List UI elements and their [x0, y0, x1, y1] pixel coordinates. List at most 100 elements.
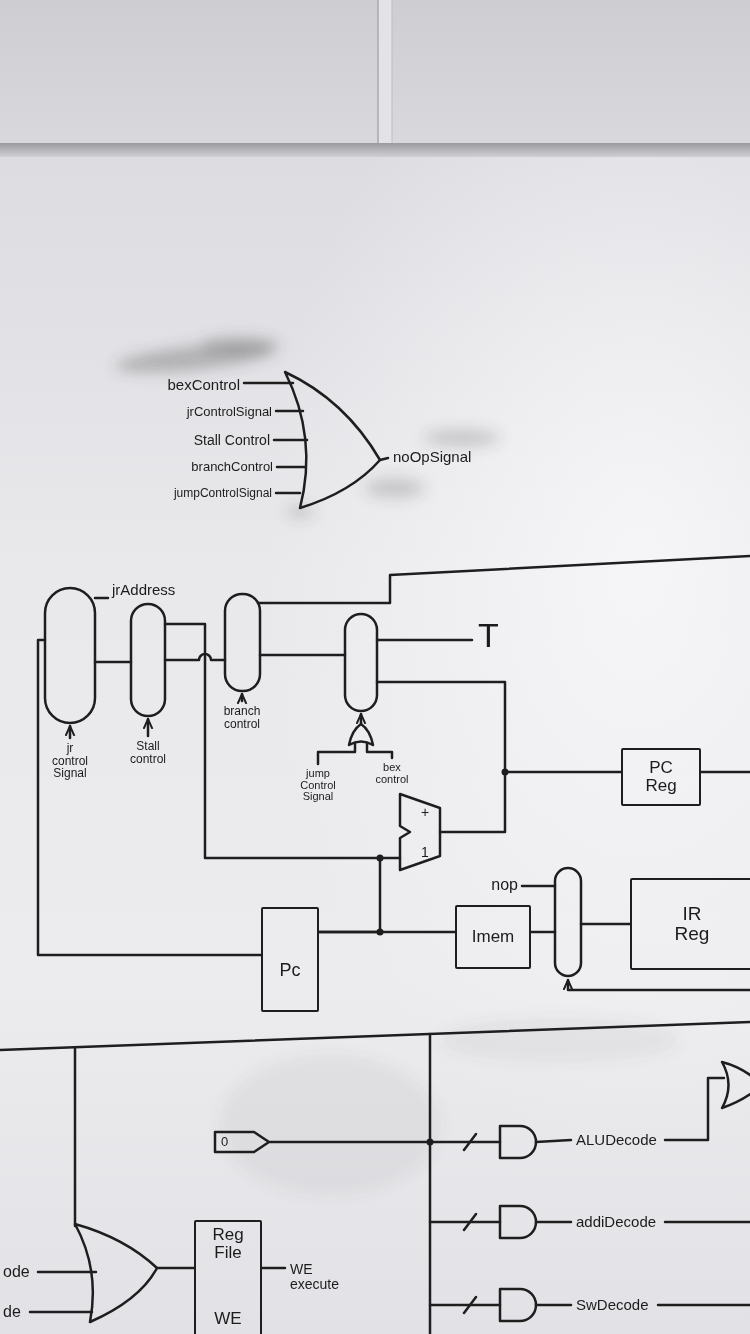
signal-label: de	[3, 1304, 21, 1321]
adder-symbol-outline	[400, 794, 440, 870]
wire	[262, 1267, 285, 1270]
room-background	[0, 0, 750, 146]
signal-label: nop	[491, 877, 518, 894]
room-background	[392, 0, 393, 146]
eraser-smudge	[114, 336, 680, 1195]
junction-dot	[377, 769, 509, 1146]
wire	[536, 1304, 571, 1307]
wire	[277, 466, 305, 469]
wire	[165, 624, 380, 858]
wire	[276, 492, 300, 495]
wire	[260, 654, 345, 657]
wire	[464, 1134, 476, 1150]
signal-label: jr control Signal	[52, 742, 88, 780]
wire	[531, 931, 555, 934]
wire	[464, 1214, 476, 1230]
or-gate	[349, 724, 373, 745]
eraser-smudge	[220, 1055, 440, 1195]
wire	[665, 1078, 724, 1140]
wire	[38, 640, 261, 955]
adder-symbol: +1	[398, 792, 442, 872]
eraser-smudge	[200, 336, 280, 354]
wire	[69, 726, 72, 738]
constant-tag-outline	[215, 1132, 269, 1152]
wire	[377, 682, 505, 772]
wire	[274, 439, 307, 442]
signal-label: branch control	[224, 705, 261, 730]
wire	[30, 1311, 92, 1314]
wire	[276, 410, 303, 413]
eraser-smudge	[424, 429, 500, 447]
wire	[258, 556, 750, 603]
wire-connector	[440, 772, 621, 832]
signal-label: bexControl	[167, 377, 240, 393]
signal-label: jump Control Signal	[300, 768, 335, 803]
or-gate	[722, 1062, 750, 1108]
node-text: Imem	[472, 928, 515, 946]
signal-label: bex control	[375, 762, 408, 785]
wire	[536, 1221, 571, 1224]
wire	[157, 1267, 194, 1270]
signal-label: addiDecode	[576, 1214, 656, 1230]
signal-label: Stall Control	[194, 433, 270, 448]
room-background	[0, 143, 750, 157]
wire	[380, 458, 388, 460]
wire	[95, 597, 108, 600]
junction-dot	[427, 1139, 434, 1146]
node-text: WE	[214, 1310, 241, 1328]
wire	[95, 661, 131, 664]
constant-tag: 0	[214, 1131, 270, 1153]
wire	[665, 1221, 750, 1224]
and-gate	[500, 1206, 536, 1238]
wire	[244, 382, 293, 385]
node-text: PC Reg	[645, 759, 676, 795]
wire	[241, 694, 244, 701]
wire	[367, 743, 392, 758]
wire	[581, 923, 630, 926]
signal-label: ALUDecode	[576, 1132, 657, 1148]
eraser-smudge	[365, 478, 425, 498]
wire	[318, 743, 355, 764]
wire	[165, 654, 225, 660]
memory-box: Imem	[455, 905, 531, 969]
register-box: IR Reg	[630, 878, 750, 970]
node-text: +	[421, 805, 429, 820]
wire	[429, 1034, 432, 1334]
signal-label: T	[478, 618, 499, 654]
node-text: 0	[221, 1135, 228, 1149]
wire	[536, 1140, 571, 1142]
wire	[360, 714, 363, 724]
wire	[0, 372, 750, 1334]
wire	[464, 1297, 476, 1313]
pc-register: Pc	[261, 907, 319, 1012]
node-text: Pc	[279, 961, 300, 980]
node-text: Reg File	[212, 1226, 243, 1262]
signal-label: SwDecode	[576, 1297, 649, 1313]
and-gate	[500, 1289, 536, 1321]
wire-connector	[319, 858, 400, 932]
wire	[38, 1271, 96, 1274]
signal-label: WE execute	[290, 1262, 339, 1291]
node-text: 1	[421, 845, 429, 860]
wire	[701, 771, 750, 774]
signal-label: Stall control	[130, 740, 166, 765]
signal-label: branchControl	[191, 460, 273, 474]
register-file: Reg FileWE	[194, 1220, 262, 1334]
wire	[377, 639, 472, 642]
wire	[430, 1221, 500, 1224]
wire	[522, 885, 555, 888]
mux-symbol	[131, 604, 165, 716]
eraser-smudge	[440, 1018, 680, 1062]
mux-symbol	[45, 588, 95, 723]
mux-symbol	[225, 594, 260, 691]
signal-label: jrAddress	[112, 582, 175, 598]
adder-symbol-outline	[398, 792, 442, 872]
signal-label: noOpSignal	[393, 449, 471, 465]
room-background	[377, 0, 379, 146]
wire	[74, 1048, 77, 1226]
register-box: PC Reg	[621, 748, 701, 806]
wire	[568, 980, 750, 990]
